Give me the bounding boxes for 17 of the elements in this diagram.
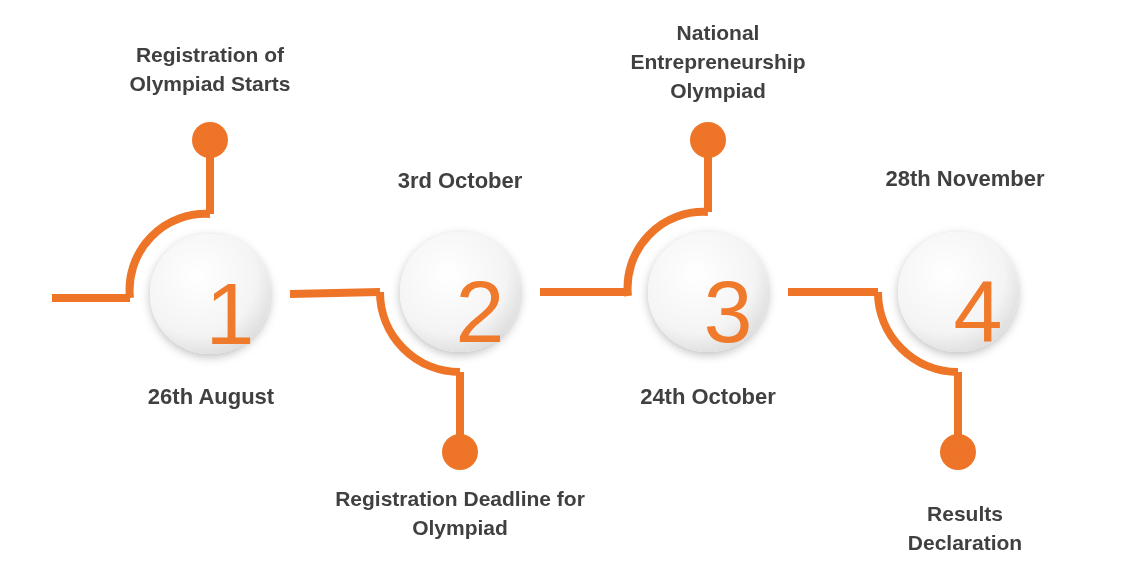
dot-connector (690, 122, 726, 212)
timeline-line (289, 288, 381, 298)
date-label: 3rd October (397, 168, 523, 194)
step-number: 3 (703, 268, 753, 356)
date-label: 26th August (147, 384, 275, 410)
milestone-text: National Entrepreneurship Olympiad (629, 20, 807, 104)
milestone-text: Registration of Olympiad Starts (128, 42, 292, 97)
dot-connector (442, 372, 478, 470)
dot-connector (192, 122, 228, 214)
milestone-text: Registration Deadline for Olympiad (334, 486, 586, 541)
step-number: 1 (205, 270, 255, 358)
step-number: 2 (455, 268, 505, 356)
date-label: 28th November (885, 166, 1045, 192)
dot-connector (940, 372, 976, 470)
milestone-text: Results Declaration (906, 501, 1024, 556)
date-label: 24th October (640, 384, 776, 410)
step-number: 4 (953, 268, 1003, 356)
